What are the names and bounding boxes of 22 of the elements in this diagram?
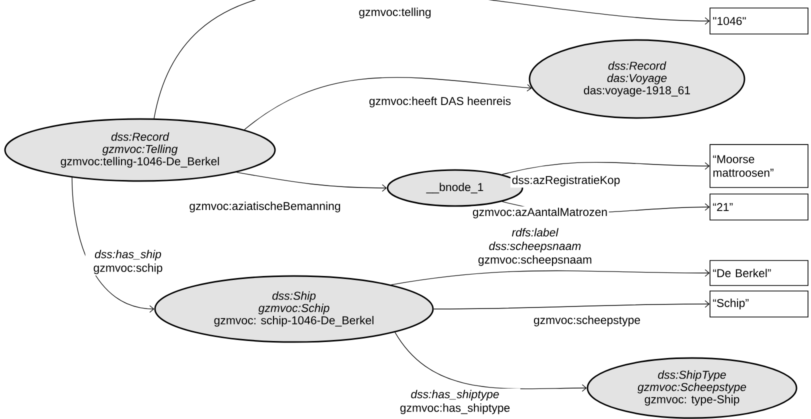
arrow bbox=[390, 269, 710, 286]
edge-label: gzmvoc:telling bbox=[357, 6, 433, 20]
edge-label: gzmvoc:aziatischeBemanning bbox=[188, 200, 342, 214]
arrow bbox=[394, 332, 587, 392]
edge-label: dss:has_shiptype gzmvoc:has_shiptype bbox=[390, 388, 520, 416]
literal-box: “De Berkel” bbox=[710, 260, 808, 286]
arrow bbox=[72, 177, 154, 313]
arrow bbox=[244, 77, 532, 130]
edge-label: rdfs:label dss:scheepsnaam gzmvoc:scheepsnaam bbox=[472, 226, 598, 268]
literal-box: “21” bbox=[710, 194, 808, 220]
edge-label: gzmvoc:azAantalMatrozen bbox=[471, 206, 609, 220]
literal-box: “Schip” bbox=[710, 290, 808, 318]
arrow bbox=[502, 162, 710, 175]
literal-box: “Moorse mattroosen” bbox=[710, 144, 808, 188]
arrow bbox=[433, 300, 710, 310]
edge-label: gzmvoc:scheepstype bbox=[532, 314, 642, 328]
edge-label: dss:has_ship gzmvoc:schip bbox=[85, 248, 171, 276]
arrow bbox=[236, 172, 387, 192]
edge-label: dss:azRegistratieKop bbox=[510, 174, 622, 188]
arrow bbox=[154, 0, 710, 119]
literal-box: "1046" bbox=[710, 8, 808, 34]
edge-label: gzmvoc:heeft DAS heenreis bbox=[368, 95, 512, 109]
